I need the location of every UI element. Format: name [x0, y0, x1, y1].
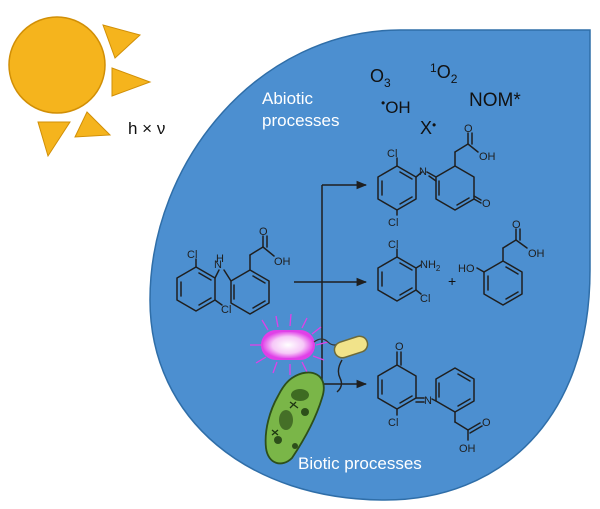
biotic-label: Biotic processes: [298, 454, 422, 473]
plus-sign: +: [448, 273, 456, 289]
hydroxyphenylacetic-acid-product: [476, 228, 528, 306]
bacterium-icon: [250, 313, 343, 375]
atom-label: Cl: [420, 293, 430, 305]
atom-label: O: [482, 417, 491, 429]
species-ozone: O3: [370, 66, 391, 90]
atom-label: HO: [458, 263, 475, 275]
atom-label: H: [216, 253, 224, 265]
atom-label: Cl: [388, 417, 398, 429]
atom-label: Cl: [388, 217, 398, 229]
atom-label: N: [214, 259, 222, 271]
atom-label: N: [424, 395, 432, 407]
sun-icon: [8, 16, 152, 158]
atom-label: Cl: [387, 148, 397, 160]
atom-label: O: [259, 226, 268, 238]
atom-label: N: [419, 166, 427, 178]
water-drop: [149, 29, 591, 501]
species-halogen-radical: X•: [420, 118, 436, 138]
atom-label: O: [395, 341, 404, 353]
atom-label: OH: [479, 151, 496, 163]
species-nom: NOM*: [469, 90, 521, 111]
atom-label: Cl: [187, 249, 197, 261]
atom-label: O: [464, 123, 473, 135]
atom-label: OH: [528, 248, 545, 260]
species-hydroxyl-radical: •OH: [381, 96, 411, 117]
atom-label: OH: [274, 256, 291, 268]
biotic-quinone-imine-product: [377, 351, 483, 441]
atom-label: O: [482, 198, 491, 210]
protozoan-icon: [264, 371, 325, 465]
atom-label: Cl: [221, 304, 231, 316]
atom-label: OH: [459, 443, 476, 455]
species-singlet-oxygen: 1O2: [430, 61, 458, 86]
abiotic-label: Abiotic processes: [262, 89, 339, 130]
quinone-imine-product: [377, 132, 482, 216]
dichloroaniline-product: [377, 248, 422, 302]
diclofenac-molecule: [176, 235, 275, 315]
reaction-arrows: [294, 180, 368, 389]
light-label: h × ν: [128, 119, 165, 138]
atom-label: O: [512, 219, 521, 231]
atom-label: Cl: [388, 239, 398, 251]
rod-bacterium-icon: [333, 335, 369, 393]
atom-label: NH2: [420, 259, 441, 273]
